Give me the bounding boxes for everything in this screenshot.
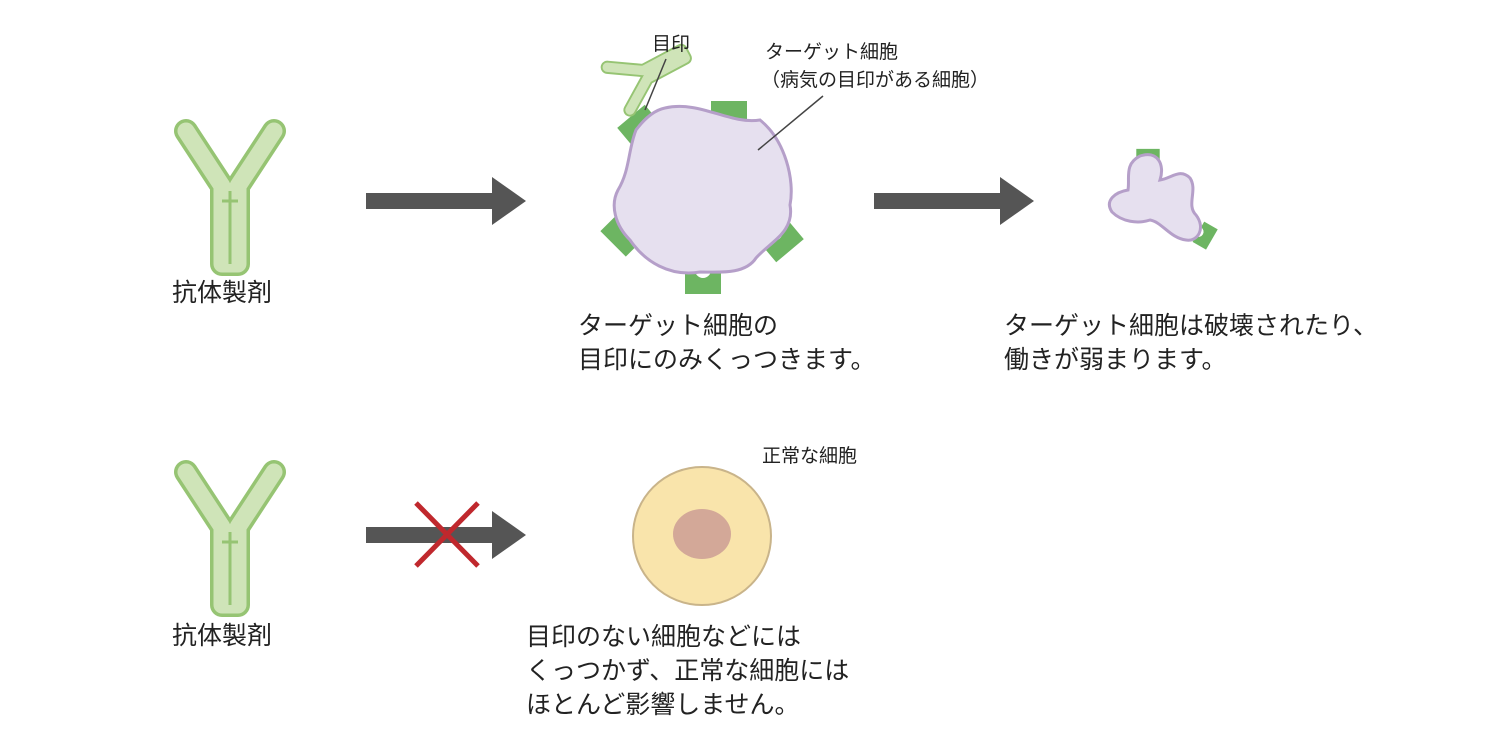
antibody-icon-top: [186, 131, 274, 264]
target-cell-body: [612, 105, 793, 275]
attached-antibody-icon: [600, 43, 692, 117]
normal-cell-caption-line3: ほとんど影響しません。: [526, 690, 800, 719]
target-cell-label-line2: （病気の目印がある細胞）: [761, 69, 990, 91]
normal-cell: [632, 466, 772, 606]
binding-caption-line1: ターゲット細胞の: [578, 311, 779, 340]
target-cell-label-line1: ターゲット細胞: [765, 41, 899, 63]
cross-x-icon: [414, 501, 480, 568]
marker-label: 目印: [652, 33, 691, 55]
normal-cell-label: 正常な細胞: [762, 445, 858, 467]
antibody-label-top: 抗体製剤: [172, 278, 273, 307]
target-cell-label: ターゲット細胞 （病気の目印がある細胞）: [761, 38, 989, 94]
binding-caption-line2: 目印にのみくっつきます。: [578, 345, 876, 374]
antibody-icon-bottom: [186, 472, 274, 605]
normal-cell-nucleus: [673, 509, 731, 559]
binding-caption: ターゲット細胞の 目印にのみくっつきます。: [578, 309, 876, 377]
target-cell-leader-line: [757, 95, 824, 151]
normal-cell-caption-line2: くっつかず、正常な細胞には: [526, 656, 850, 685]
arrow-right-icon-top-1: [366, 177, 526, 225]
result-caption-line1: ターゲット細胞は破壊されたり、: [1004, 311, 1379, 340]
marker-leader-line: [644, 58, 667, 111]
result-caption: ターゲット細胞は破壊されたり、 働きが弱まります。: [1004, 309, 1378, 377]
normal-cell-caption-line1: 目印のない細胞などには: [526, 622, 802, 651]
antibody-label-bottom: 抗体製剤: [172, 621, 273, 650]
normal-cell-caption: 目印のない細胞などには くっつかず、正常な細胞には ほとんど影響しません。: [526, 620, 849, 722]
result-caption-line2: 働きが弱まります。: [1004, 345, 1227, 374]
damaged-cell-body: [1107, 153, 1202, 242]
arrow-right-icon-top-2: [874, 177, 1034, 225]
